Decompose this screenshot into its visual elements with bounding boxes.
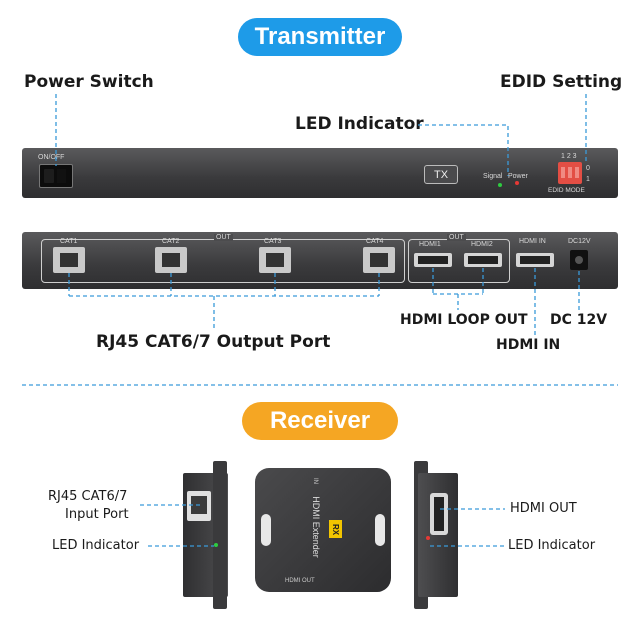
rx-rj45-input-port[interactable] xyxy=(187,491,211,521)
transmitter-title: Transmitter xyxy=(254,23,386,50)
rj45-port-cat1[interactable] xyxy=(53,247,85,273)
rx-left-led xyxy=(214,543,218,547)
rx-led-right-label: LED Indicator xyxy=(508,538,596,553)
edid-dip-switch[interactable] xyxy=(558,162,582,184)
on-off-text: ON/OFF xyxy=(38,154,65,161)
tx-badge: TX xyxy=(424,165,458,184)
hdmi-in-label: HDMI IN xyxy=(496,337,561,353)
hdmi2-label: HDMI2 xyxy=(471,241,493,248)
power-led xyxy=(515,181,519,185)
hdmi-in-port-label: HDMI IN xyxy=(519,238,546,245)
rj45-output-label: RJ45 CAT6/7 Output Port xyxy=(96,332,331,352)
cat1-label: CAT1 xyxy=(60,238,78,245)
rj45-port-cat3[interactable] xyxy=(259,247,291,273)
dc-12v-label: DC 12V xyxy=(550,312,608,328)
transmitter-rear-panel: OUT CAT1 CAT2 CAT3 CAT4 OUT HDMI1 HDMI2 … xyxy=(22,232,618,289)
tx-badge-text: TX xyxy=(433,168,449,181)
edid-mode-text: EDID MODE xyxy=(548,187,585,194)
cat2-label: CAT2 xyxy=(162,238,180,245)
signal-text: Signal xyxy=(483,173,503,180)
cat3-label: CAT3 xyxy=(264,238,282,245)
rx-hdmi-out-label: HDMI OUT xyxy=(510,501,577,516)
rx-hdmi-out-text: HDMI OUT xyxy=(285,578,315,584)
transmitter-front-panel: ON/OFF TX Signal Power 1 2 3 0 1 EDID MO… xyxy=(22,148,618,198)
rx-rj45-input-label-2: Input Port xyxy=(65,507,129,522)
hdmi-loop-out-label: HDMI LOOP OUT xyxy=(400,312,528,328)
rx-rj45-input-label-1: RJ45 CAT6/7 xyxy=(48,489,128,504)
receiver-title: Receiver xyxy=(269,407,371,434)
dc12v-jack[interactable] xyxy=(570,250,588,270)
rj45-port-cat2[interactable] xyxy=(155,247,187,273)
hdmi1-port[interactable] xyxy=(414,253,452,267)
receiver-left-side xyxy=(183,461,228,609)
hdmi2-port[interactable] xyxy=(464,253,502,267)
dip-numbers: 1 2 3 xyxy=(561,153,577,160)
dip-zero: 0 xyxy=(586,165,590,172)
rx-led-left-label: LED Indicator xyxy=(52,538,140,553)
power-switch-label: Power Switch xyxy=(24,72,154,92)
rx-badge: RX xyxy=(329,520,342,538)
receiver-title-pill: Receiver xyxy=(242,402,398,440)
rj45-port-cat4[interactable] xyxy=(363,247,395,273)
dip-one: 1 xyxy=(586,176,590,183)
hdmi1-label: HDMI1 xyxy=(419,241,441,248)
rx-right-led xyxy=(426,536,430,540)
power-text: Power xyxy=(508,173,528,180)
power-switch-rocker xyxy=(44,169,54,183)
hdmi-out-label: OUT xyxy=(447,234,466,241)
receiver-right-side xyxy=(414,461,458,609)
dc12v-port-label: DC12V xyxy=(568,238,591,245)
edid-setting-label: EDID Setting xyxy=(500,72,623,92)
led-indicator-label: LED Indicator xyxy=(295,114,424,134)
receiver-top-view: IN HDMI Extender RX HDMI OUT xyxy=(255,468,391,592)
signal-led xyxy=(498,183,502,187)
transmitter-title-pill: Transmitter xyxy=(238,18,402,56)
cat4-label: CAT4 xyxy=(366,238,384,245)
rx-hdmi-out-port[interactable] xyxy=(430,493,448,535)
hdmi-in-port[interactable] xyxy=(516,253,554,267)
cat-out-label: OUT xyxy=(214,234,233,241)
